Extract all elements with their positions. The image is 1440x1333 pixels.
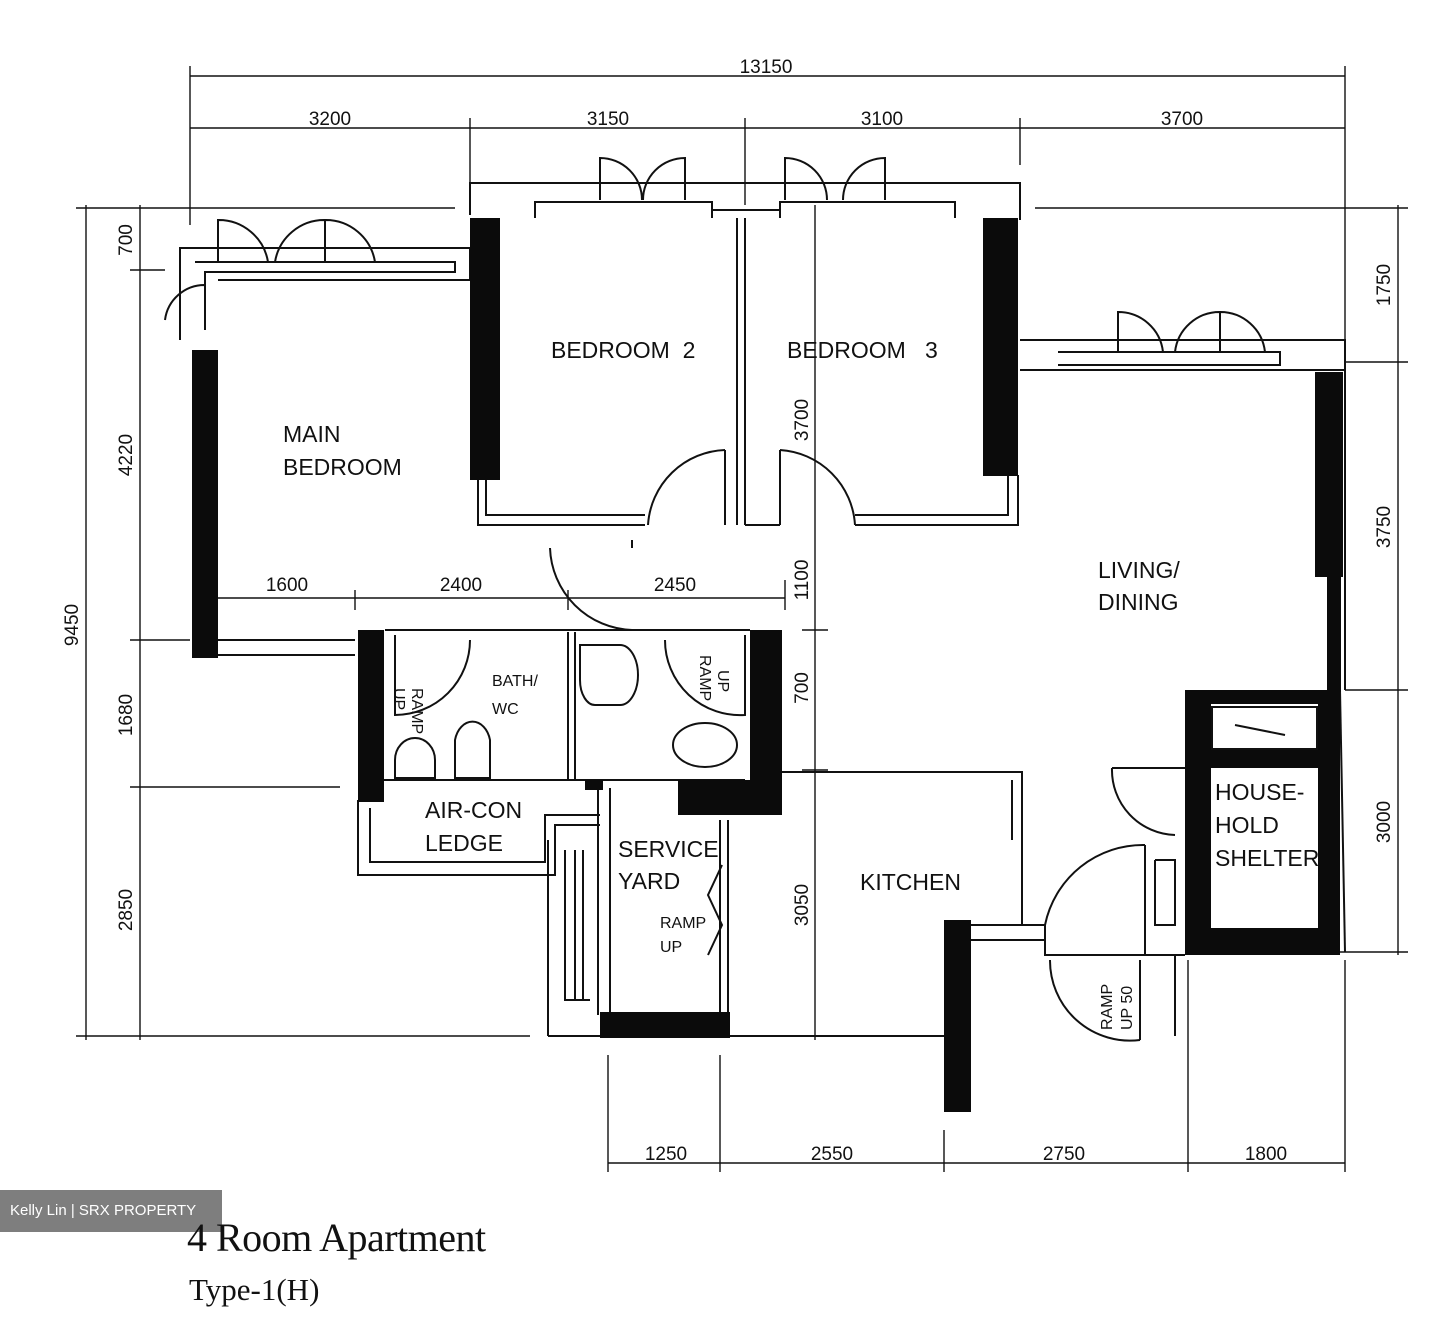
dim-interior-h-1: 1600 [266,575,308,596]
ramp-label-yard-a: RAMP [660,915,706,932]
dim-top-2: 3150 [587,109,629,130]
bath-wc-label-1: BATH/ [492,673,538,690]
dim-left-3: 1680 [116,694,137,736]
door-swings [164,156,1266,1042]
dim-interior-h-3: 2450 [654,575,696,596]
ramp-label-50a: RAMP [1099,984,1116,1030]
dim-bottom-1: 1250 [645,1144,687,1165]
household-shelter-label-2: HOLD [1215,812,1279,838]
dim-left-4: 2850 [116,889,137,931]
ramp-label-2a: RAMP [696,655,713,701]
main-bedroom-label-1: MAIN [283,421,341,447]
fixtures [394,644,738,779]
dim-top-overall: 13150 [740,57,793,78]
bedroom-3-label: BEDROOM 3 [787,337,938,363]
watermark-label: Kelly Lin | SRX PROPERTY [0,1190,222,1232]
household-shelter-label-1: HOUSE- [1215,779,1304,805]
dim-top-3: 3100 [861,109,903,130]
air-con-ledge-label-1: AIR-CON [425,797,522,823]
dim-bottom-4: 1800 [1245,1144,1287,1165]
dim-left-2: 4220 [116,434,137,476]
dim-right-3: 3000 [1374,801,1395,843]
dim-interior-v-4: 3050 [792,884,813,926]
living-dining-label-2: DINING [1098,589,1179,615]
ramp-label-50b: UP 50 [1119,986,1136,1030]
toilet-icon-2 [579,644,639,706]
main-bedroom-label-2: BEDROOM [283,454,402,480]
dim-right-2: 3750 [1374,506,1395,548]
ramp-label-1a: RAMP [408,688,425,734]
bedroom-2-label: BEDROOM 2 [551,337,695,363]
structural-walls [192,218,1343,1112]
ramp-label-1b: UP [390,688,407,710]
dim-top-4: 3700 [1161,109,1203,130]
dim-interior-v-1: 3700 [792,399,813,441]
dim-interior-h-2: 2400 [440,575,482,596]
service-yard-label-2: YARD [618,868,680,894]
dimension-lines [76,66,1408,1172]
dim-left-overall: 9450 [62,604,83,646]
ramp-label-yard-b: UP [660,939,682,956]
plan-title: 4 Room Apartment [187,1215,486,1260]
room-labels: MAIN BEDROOM BEDROOM 2 BEDROOM 3 LIVING/… [283,337,1319,895]
dim-interior-v-3: 700 [792,672,813,704]
living-dining-label-1: LIVING/ [1098,557,1180,583]
ramp-label-2b: UP [714,670,731,692]
plan-subtitle: Type-1(H) [189,1272,320,1307]
household-shelter-label-3: SHELTER [1215,845,1319,871]
dim-interior-v-2: 1100 [792,560,813,601]
service-yard-label-1: SERVICE [618,836,719,862]
dimension-labels: 13150 3200 3150 3100 3700 1250 2550 2750… [62,57,1395,1165]
dim-left-1: 700 [116,224,137,256]
bath-wc-label-2: WC [492,701,519,718]
air-con-ledge-label-2: LEDGE [425,830,503,856]
dim-bottom-3: 2750 [1043,1144,1085,1165]
toilet-icon [394,737,436,779]
dim-bottom-2: 2550 [811,1144,853,1165]
basin-icon [454,720,491,779]
dim-top-1: 3200 [309,109,351,130]
dim-right-1: 1750 [1374,264,1395,306]
basin-icon-2 [672,722,738,768]
ramp-labels: RAMP UP RAMP UP RAMP UP RAMP UP 50 [390,655,1136,1030]
kitchen-label: KITCHEN [860,869,961,895]
